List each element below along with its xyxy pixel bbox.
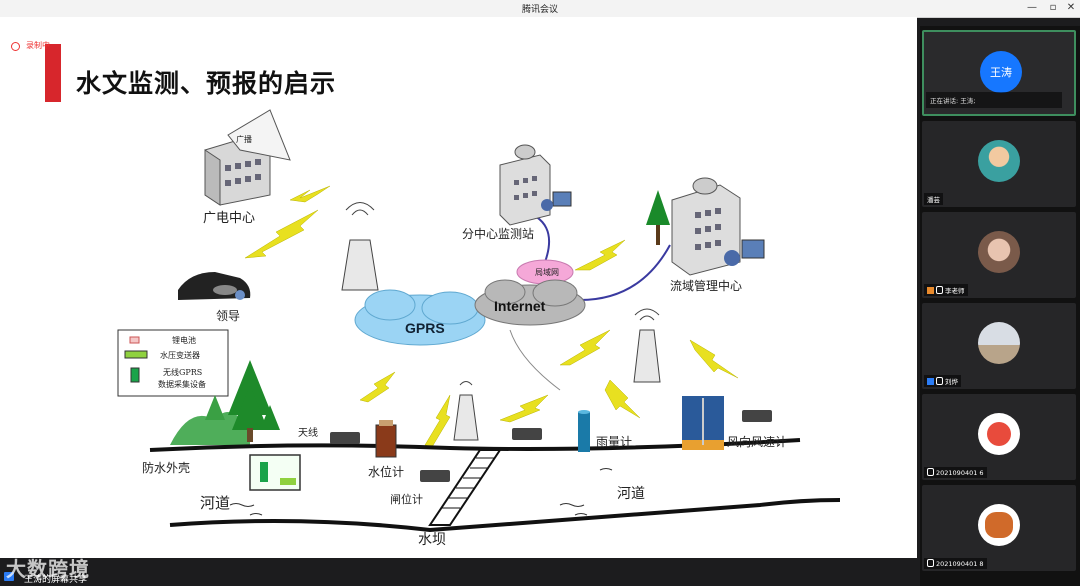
legend-item-battery: 锂电池 bbox=[172, 335, 196, 345]
water-level-label: 水位计 bbox=[368, 464, 404, 479]
record-icon bbox=[11, 42, 20, 51]
gprs-swatch bbox=[131, 368, 139, 382]
avatar bbox=[978, 504, 1020, 546]
share-status-bar bbox=[0, 568, 917, 586]
sub-center-label: 分中心监测站 bbox=[462, 226, 534, 241]
river-left-label: 河道 bbox=[200, 494, 230, 512]
participant-tile-speaker[interactable]: 王涛 正在讲话: 王涛; bbox=[922, 30, 1076, 116]
rain-gauge bbox=[578, 410, 590, 452]
river-right-label: 河道 bbox=[617, 486, 645, 502]
avatar bbox=[978, 140, 1020, 182]
participant-name: 潘芸 bbox=[924, 193, 943, 205]
restore-button[interactable]: ▫ bbox=[1046, 1, 1060, 15]
dam-illustration bbox=[430, 450, 500, 525]
avatar bbox=[978, 413, 1020, 455]
wind-gauge bbox=[682, 396, 724, 450]
recording-label: 录制中 bbox=[26, 40, 50, 51]
gate-gauge-label: 闸位计 bbox=[390, 492, 423, 506]
participant-tile[interactable]: 2021090401 6 bbox=[922, 394, 1076, 480]
basin-center-building bbox=[646, 178, 764, 275]
cartoon-face-icon bbox=[985, 512, 1013, 538]
broadcast-center-building bbox=[205, 110, 290, 205]
participant-name: 刘烨 bbox=[924, 375, 961, 387]
basin-center-label: 流域管理中心 bbox=[670, 278, 742, 293]
avatar bbox=[978, 322, 1020, 364]
waterproof-enclosure bbox=[250, 455, 300, 490]
broadcast-center-label: 广电中心 bbox=[203, 211, 255, 226]
mic-muted-icon bbox=[927, 468, 934, 476]
legend-item-device: 数据采集设备 bbox=[158, 379, 206, 389]
rain-gauge-label: 雨量计 bbox=[596, 435, 632, 449]
host-icon bbox=[927, 287, 934, 294]
legend-item-transmitter: 水压变送器 bbox=[160, 350, 200, 360]
broadcast-small-label: 广播 bbox=[236, 134, 252, 144]
antenna-label: 天线 bbox=[298, 426, 318, 439]
cohost-icon bbox=[927, 378, 934, 385]
mic-muted-icon bbox=[936, 377, 943, 385]
avatar bbox=[978, 231, 1020, 273]
gprs-label: GPRS bbox=[405, 320, 445, 336]
participant-name: 李老师 bbox=[924, 284, 968, 296]
avatar-initials: 王涛 bbox=[990, 64, 1012, 80]
slide-title: 水文监测、预报的启示 bbox=[76, 64, 336, 100]
leader-label: 领导 bbox=[216, 309, 240, 323]
participant-tile[interactable]: 刘烨 bbox=[922, 303, 1076, 389]
participant-tile[interactable]: 2021090401 8 bbox=[922, 485, 1076, 571]
car-icon bbox=[178, 272, 250, 300]
battery-swatch bbox=[130, 337, 139, 343]
participant-tile[interactable]: 潘芸 bbox=[922, 121, 1076, 207]
minimize-button[interactable]: — bbox=[1025, 1, 1039, 15]
close-button[interactable]: ✕ bbox=[1064, 1, 1078, 15]
slide-accent-bar bbox=[45, 44, 61, 102]
dam-label: 水坝 bbox=[418, 532, 446, 548]
avatar: 王涛 bbox=[980, 51, 1022, 93]
watermark-text: 大数跨境 bbox=[6, 553, 90, 582]
window-titlebar: 腾讯会议 — ▫ ✕ bbox=[0, 0, 1080, 18]
lan-label: 局域网 bbox=[535, 267, 559, 277]
sun-icon bbox=[987, 422, 1011, 446]
mic-muted-icon bbox=[927, 559, 934, 567]
transmitter-swatch bbox=[125, 351, 147, 358]
mic-muted-icon bbox=[936, 286, 943, 294]
waterproof-label: 防水外壳 bbox=[142, 460, 190, 475]
hydrology-diagram: 广播 广电中心 领导 bbox=[0, 42, 917, 558]
water-level-gauge bbox=[376, 420, 396, 457]
shared-screen: 广播 广电中心 领导 bbox=[0, 42, 917, 558]
internet-label: Internet bbox=[494, 298, 546, 314]
participant-name: 2021090401 8 bbox=[924, 558, 987, 569]
sub-center-building bbox=[500, 145, 571, 225]
legend-item-gprs: 无线GPRS bbox=[163, 367, 202, 377]
slide-top-strip bbox=[0, 17, 917, 42]
window-title: 腾讯会议 bbox=[0, 2, 1080, 15]
wind-gauge-label: 风向风速计 bbox=[727, 434, 787, 449]
speaking-indicator: 正在讲话: 王涛; bbox=[926, 92, 1062, 108]
participant-name: 2021090401 6 bbox=[924, 467, 987, 478]
gprs-cloud bbox=[355, 290, 485, 345]
participant-tile[interactable]: 李老师 bbox=[922, 212, 1076, 298]
